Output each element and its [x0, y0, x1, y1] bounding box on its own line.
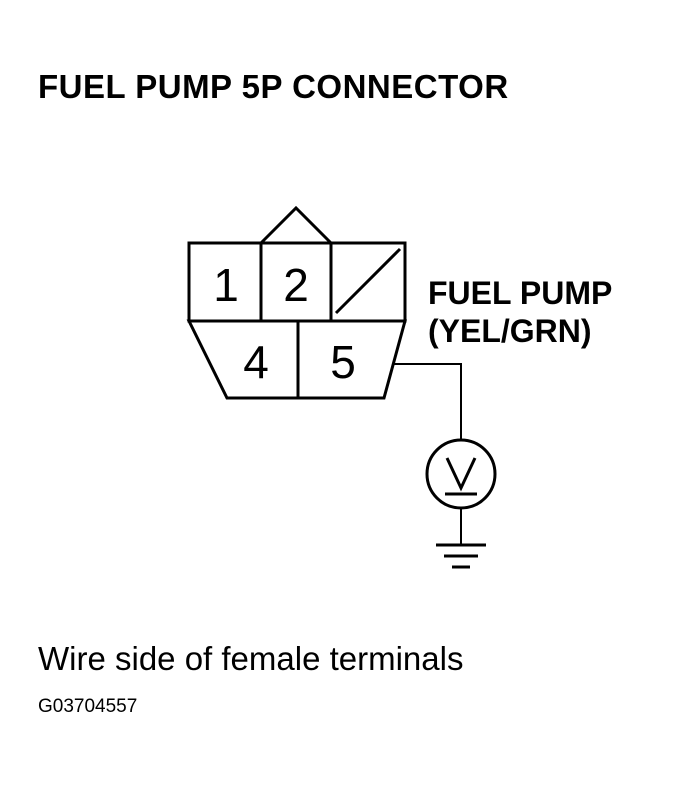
connector-key-tab: [259, 205, 333, 245]
caption: Wire side of female terminals: [38, 640, 464, 677]
pin-5-label: 5: [330, 336, 356, 388]
voltmeter-icon: [425, 438, 497, 510]
figure-id: G03704557: [38, 696, 138, 717]
fuel-pump-wire-color: (YEL/GRN): [428, 313, 592, 349]
ground-icon: [436, 543, 486, 569]
connector-lower-row: [186, 319, 407, 400]
fuel-pump-label: FUEL PUMP (YEL/GRN): [428, 274, 612, 350]
pin-4-label: 4: [243, 336, 269, 388]
page-title: FUEL PUMP 5P CONNECTOR: [38, 68, 509, 105]
pin-1-label: 1: [213, 259, 239, 311]
probe-wire: [393, 363, 462, 440]
fuel-pump-label-line1: FUEL PUMP: [428, 275, 613, 311]
pin-3-blank-cavity: [334, 247, 402, 315]
pin-2-label: 2: [283, 259, 309, 311]
